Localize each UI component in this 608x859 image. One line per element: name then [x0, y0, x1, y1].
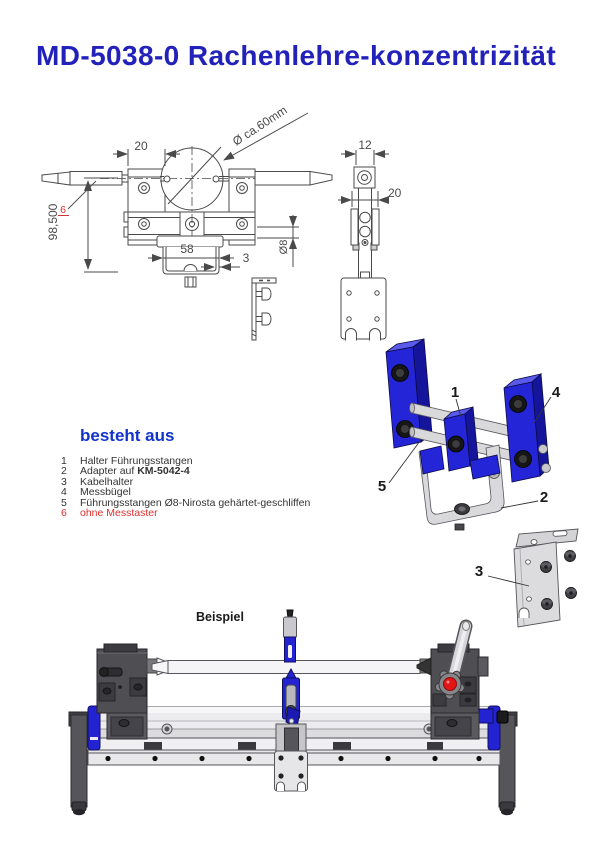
front-view-drawing	[41, 112, 333, 288]
part-label-halter: 1	[451, 384, 459, 401]
side-view-drawing	[338, 150, 389, 341]
dim-label-dial-diameter: Ø ca.60mm	[230, 103, 290, 149]
dim-label-bracket-width: 58	[180, 242, 194, 256]
dim-label-rod-diameter: Ø8	[278, 240, 290, 255]
part-label-kabelhalter: 3	[475, 563, 483, 580]
dim-label-wall: 3	[243, 251, 250, 265]
example-machine	[68, 609, 518, 816]
part-label-adapter: 2	[540, 489, 548, 506]
dim-label-height: 98,500	[46, 203, 60, 240]
cable-holder-3d	[487, 528, 579, 628]
cable-holder-side-view	[251, 277, 277, 341]
parts-list-heading: besteht aus	[80, 426, 175, 445]
part-label-messbuegel: 4	[552, 384, 561, 401]
assembly-3d	[385, 338, 552, 531]
dim-label-side-offset: 20	[388, 186, 402, 200]
dim-label-width-top: 20	[134, 139, 148, 153]
ref-label-no-probe: 6	[60, 204, 66, 216]
page-title: MD-5038-0 Rachenlehre-konzentrizität	[36, 40, 557, 71]
part-label-stangen: 5	[378, 478, 386, 495]
dim-label-side-width: 12	[358, 138, 372, 152]
example-label: Beispiel	[196, 610, 244, 624]
